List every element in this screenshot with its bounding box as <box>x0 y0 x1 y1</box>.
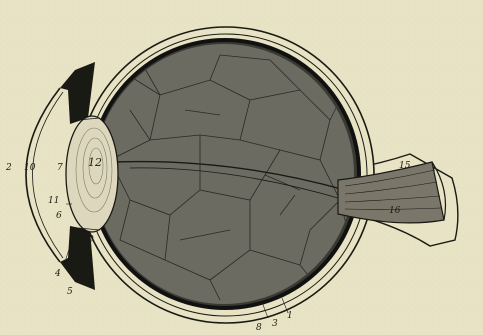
label-9: 9 <box>88 235 94 245</box>
label-12: 12 <box>88 156 102 169</box>
label-16: 16 <box>389 206 401 216</box>
label-4: 4 <box>54 269 61 279</box>
label-6: 6 <box>56 211 62 221</box>
label-11: 11 <box>48 196 59 206</box>
label-5: 5 <box>67 287 73 297</box>
label-8: 8 <box>256 323 262 333</box>
label-10: 10 <box>24 163 36 173</box>
label-7: 7 <box>57 163 63 173</box>
crystalline-lens <box>66 116 118 232</box>
label-1: 1 <box>287 311 293 321</box>
label-3: 3 <box>272 319 278 329</box>
label-15: 15 <box>399 161 411 171</box>
label-2: 2 <box>5 163 12 173</box>
